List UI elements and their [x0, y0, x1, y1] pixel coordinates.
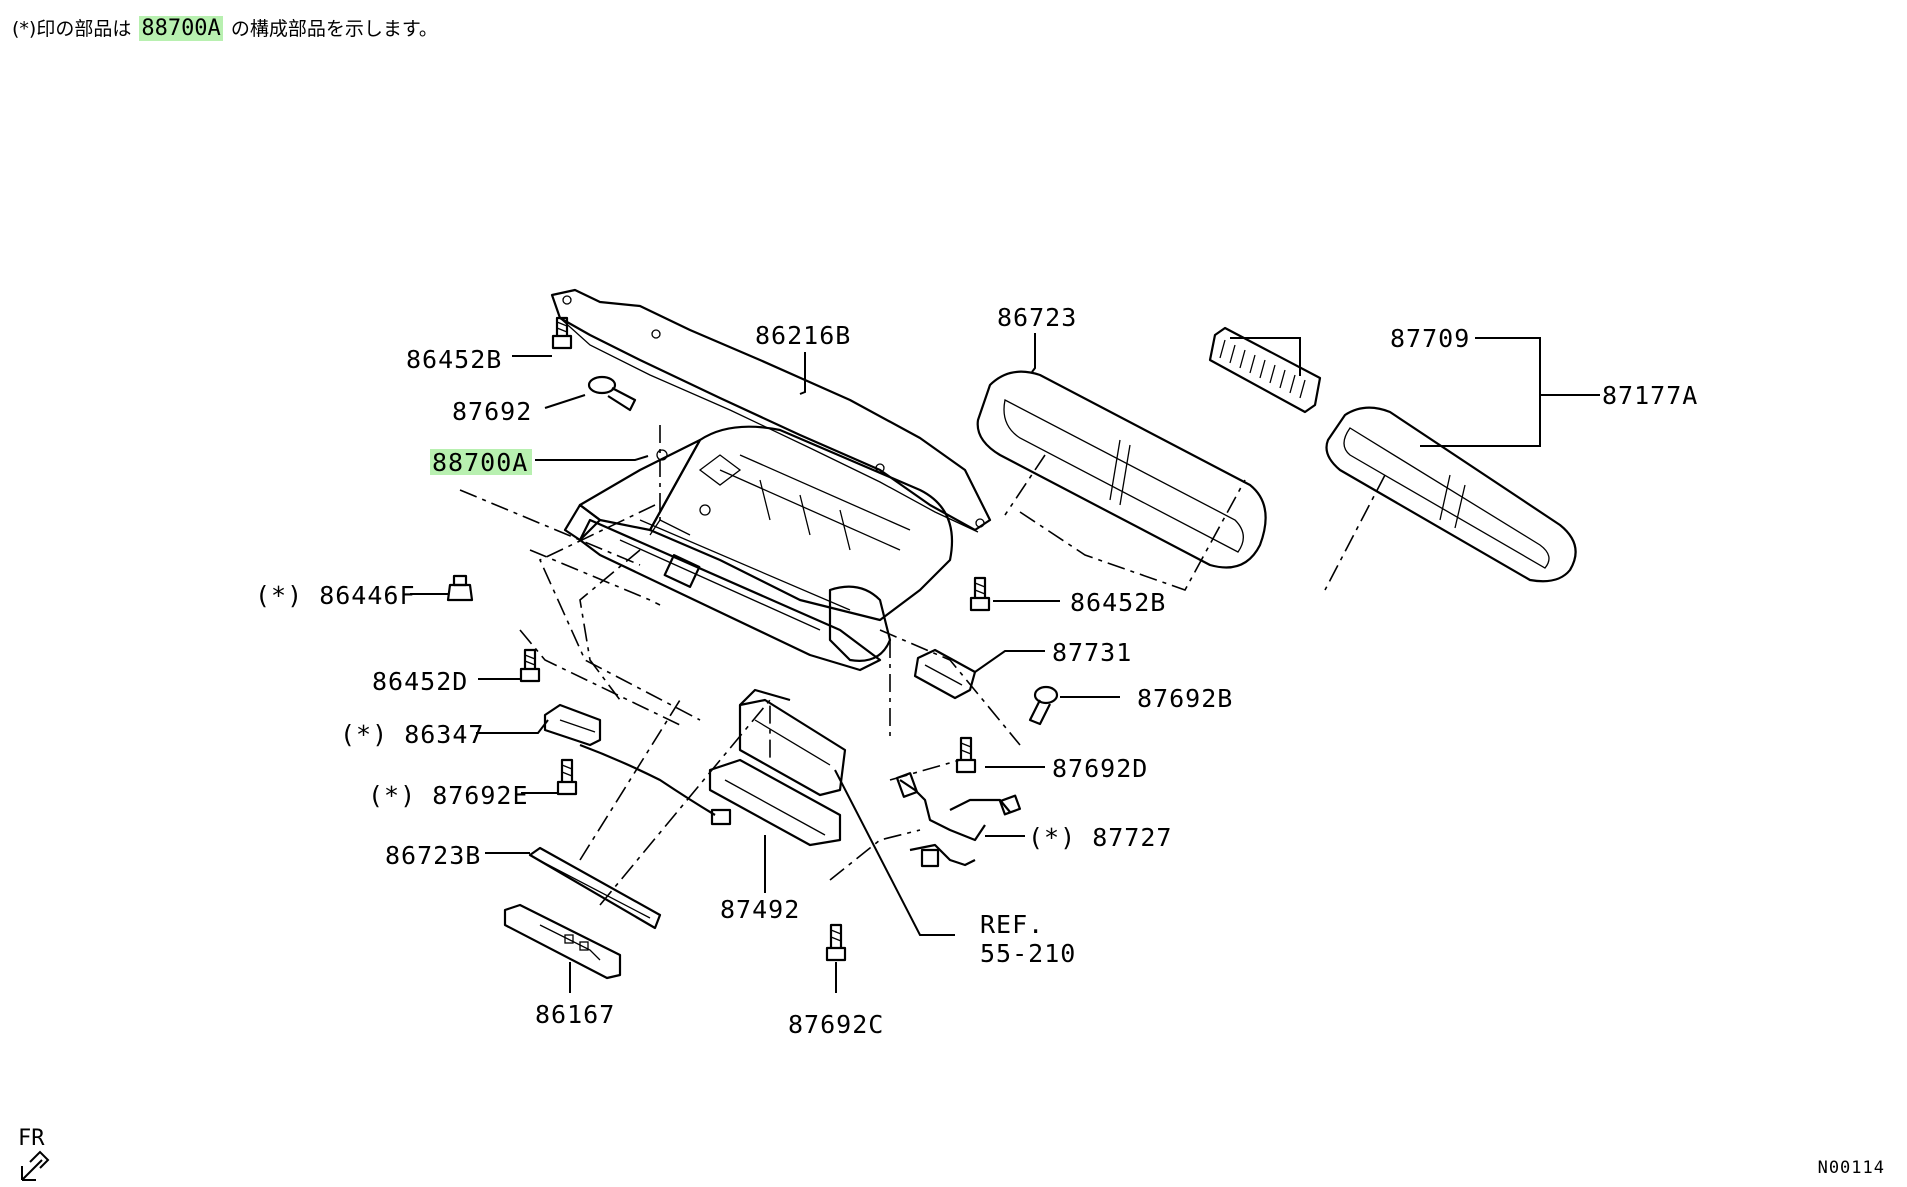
bolt-87692D: [955, 736, 977, 774]
callout-86723B[interactable]: 86723B: [385, 841, 481, 870]
callout-87727[interactable]: (*) 87727: [1028, 823, 1172, 852]
callout-88700A[interactable]: 88700A: [432, 448, 528, 477]
callout-86446F[interactable]: (*) 86446F: [255, 581, 416, 610]
callout-87692D[interactable]: 87692D: [1052, 754, 1148, 783]
leader-lines: [410, 333, 1600, 993]
callout-87492[interactable]: 87492: [720, 895, 800, 924]
callout-87177A[interactable]: 87177A: [1602, 381, 1698, 410]
bolt-87692C: [825, 923, 847, 962]
callout-86347[interactable]: (*) 86347: [340, 720, 484, 749]
clip-86446F: [446, 574, 474, 602]
bolt-86452B-right: [969, 576, 991, 612]
callout-87709[interactable]: 87709: [1390, 324, 1470, 353]
vent-grille-part: [1208, 326, 1322, 414]
alignment-lines: [459, 425, 1386, 906]
clip-87692B: [1028, 685, 1059, 726]
callout-87692C[interactable]: 87692C: [788, 1010, 884, 1039]
front-direction-arrow-icon: [21, 1150, 50, 1181]
clip-87692: [587, 375, 637, 412]
note-prefix: (*)印の部品は: [12, 18, 132, 40]
callout-87731[interactable]: 87731: [1052, 638, 1132, 667]
fasteners: [446, 316, 1059, 962]
callout-87692E[interactable]: (*) 87692E: [368, 781, 529, 810]
callout-86452B-right[interactable]: 86452B: [1070, 588, 1166, 617]
lens-part: [503, 903, 622, 980]
lamp-housing-part: [708, 688, 847, 847]
note-highlight-part[interactable]: 88700A: [139, 16, 223, 41]
callout-ref-2[interactable]: 55-210: [980, 939, 1076, 968]
callout-88700A-highlight: [430, 449, 532, 475]
callout-86723[interactable]: 86723: [997, 303, 1077, 332]
callout-87692B[interactable]: 87692B: [1137, 684, 1233, 713]
callout-labels: 86452B 87692 88700A (*) 86446F 86452D (*…: [255, 303, 1698, 1039]
callout-86452D[interactable]: 86452D: [372, 667, 468, 696]
header-note: (*)印の部品は 88700A の構成部品を示します。: [12, 14, 438, 41]
bolt-87692E: [556, 758, 578, 796]
bolt-86452D: [519, 648, 541, 683]
callout-86216B[interactable]: 86216B: [755, 321, 851, 350]
connector-part: [543, 703, 732, 826]
vent-assembly-part: [1325, 406, 1577, 583]
callout-ref-1[interactable]: REF.: [980, 910, 1044, 939]
console-housing-part: [563, 425, 954, 672]
switch-part: [913, 648, 977, 700]
callout-86452B-top[interactable]: 86452B: [406, 345, 502, 374]
note-suffix: の構成部品を示します。: [230, 18, 438, 40]
orientation-label: FR: [18, 1126, 45, 1151]
callout-86167[interactable]: 86167: [535, 1000, 615, 1029]
bolt-86452B-top: [551, 316, 573, 350]
diagram-code: N00114: [1817, 1158, 1885, 1178]
callout-87692[interactable]: 87692: [452, 397, 532, 426]
vent-frame-part: [976, 370, 1267, 569]
lid-part: [528, 846, 662, 930]
harness-part: [895, 772, 1022, 868]
